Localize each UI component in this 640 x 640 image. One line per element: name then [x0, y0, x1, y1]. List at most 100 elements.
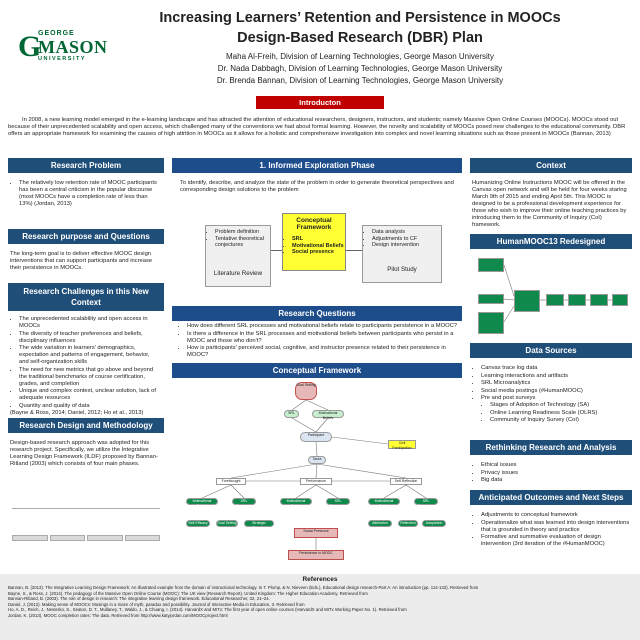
intro-heading: Introducton [256, 96, 384, 109]
data-sub-bullet: Online Learning Readiness Scale (OLRS) [490, 410, 630, 417]
author-1: Maha Al-Freih, Division of Learning Tech… [226, 52, 494, 61]
challenge-bullet: The diversity of teacher preferences and… [19, 331, 160, 345]
rethinking-text: Ethical issues Privacy issues Big data [472, 462, 630, 485]
outcome-bullet: Operationalize what was learned into des… [481, 520, 630, 534]
challenge-bullet: The unprecedented scalability and open a… [19, 316, 160, 330]
cf-node-b6: SRL Processes [414, 498, 438, 508]
reference-item: Bannan, B. (2013). The Integrative Learn… [8, 585, 479, 590]
logo-bottom: UNIVERSITY [38, 56, 87, 62]
cf-bullet: SRL [292, 236, 345, 243]
hm-node [590, 294, 608, 306]
cf-node-s5: Reflection [398, 520, 418, 527]
pilot-study-box: Data analysis Adjustments to CF Design i… [362, 225, 442, 283]
data-bullet: Canvas trace log data [481, 365, 630, 372]
context-text: Humanizing Online Instructions MOOC will… [472, 180, 627, 228]
reference-item: Bannan-Ritland, B. (2003). The role of d… [8, 596, 270, 602]
cf-bullet: Social presence [292, 249, 345, 256]
data-bullet-text: Pre and post surveys [481, 395, 536, 401]
research-purpose-text: The long-term goal is to deliver effecti… [10, 251, 153, 271]
cf-node-persistence: Persistence in MOOC [288, 550, 344, 560]
rethink-bullet: Big data [481, 477, 630, 484]
data-bullet: Social media postings (#HumanMOOC) [481, 388, 630, 395]
hm-node [568, 294, 586, 306]
challenge-bullet: The need for new metrics that go above a… [19, 367, 160, 388]
reference-item: Ho, A. D., Reich, J., Nesterko, S., Seat… [8, 607, 407, 613]
rethink-bullet: Ethical issues [481, 462, 630, 469]
challenge-bullet: Quantity and quality of data [19, 403, 160, 410]
exploration-phase-text: To identify, describe, and analyze the s… [180, 180, 454, 193]
literature-review-label: Literature Review [213, 270, 263, 277]
cf-node-b5: Motivational Beliefs [368, 498, 400, 508]
conceptual-framework-heading: Conceptual Framework [172, 363, 462, 378]
cf-node-top: Goal Setting [295, 382, 317, 400]
pilot-bullet: Adjustments to CF [372, 236, 441, 243]
cf-node-b3: Motivational Beliefs [280, 498, 312, 508]
cf-node-forethought: Forethought [216, 478, 246, 485]
arrow-lit-cf [271, 250, 282, 251]
rethinking-heading: Rethinking Research and Analysis [470, 440, 632, 455]
references-list: Bannan, B. (2013). The Integrative Learn… [8, 585, 632, 619]
lit-bullet: Tentative theoretical conjectures [215, 236, 270, 249]
research-challenges-heading: Research Challenges in this New Context [8, 283, 164, 311]
data-bullet: SRL Microanalytics [481, 380, 630, 387]
research-design-heading: Research Design and Methodology [8, 418, 164, 433]
research-design-text: Design-based research approach was adopt… [10, 440, 158, 467]
cf-bullet: Motivational Beliefs [292, 243, 345, 250]
intro-text: In 2008, a new learning model emerged in… [8, 117, 626, 137]
poster-title-line2: Design-Based Research (DBR) Plan [237, 30, 483, 46]
challenges-citation: (Bayne & Ross, 2014; Daniel, 2012; Ho et… [10, 410, 144, 416]
hm-node [612, 294, 628, 306]
conceptual-framework-box: Conceptual Framework SRL Motivational Be… [282, 213, 346, 271]
research-questions-heading: Research Questions [172, 306, 462, 321]
hm-node [546, 294, 564, 306]
cf-node-s6: Adaptation [422, 520, 446, 527]
data-bullet: Learning interactions and artifacts [481, 373, 630, 380]
research-questions-text: How does different SRL processes and mot… [178, 323, 458, 360]
reference-item: Daniel, J. (2012). Making sense of MOOCs… [8, 601, 305, 607]
hm-connectors [503, 264, 612, 323]
literature-review-box: Problem definition Tentative theoretical… [205, 225, 271, 287]
cf-node-b1: Motivational Beliefs [186, 498, 218, 508]
cf-node-b2: SRL Processes [232, 498, 256, 508]
cf-node-s2: Goal Setting [216, 520, 238, 527]
logo-g-mark: G [18, 30, 42, 63]
cf-node-performance: Performance [300, 478, 332, 485]
data-sources-heading: Data Sources [470, 343, 632, 358]
logo-top: GEORGE [38, 30, 75, 37]
cf-node-tasks: Tasks [308, 456, 326, 464]
lit-bullet: Problem definition [215, 229, 270, 236]
logo-main: MASON [38, 37, 108, 57]
pilot-bullet: Data analysis [372, 229, 441, 236]
cf-node-self-reflection: Self-Reflection [390, 478, 422, 485]
hm-node [514, 290, 540, 312]
poster-title-line1: Increasing Learners’ Retention and Persi… [159, 10, 561, 26]
question-bullet: How does different SRL processes and mot… [187, 323, 458, 330]
data-sub-bullet: Community of Inquiry Survey (CoI) [490, 417, 630, 424]
challenge-bullet: Unique and complex context, unclear solu… [19, 388, 160, 402]
exploration-phase-heading: 1. Informed Exploration Phase [172, 158, 462, 173]
author-2: Dr. Nada Dabbagh, Division of Learning T… [217, 64, 503, 73]
cf-label: Conceptual Framework [296, 217, 332, 231]
cf-node-srl: SRL [284, 410, 299, 418]
conceptual-framework-diagram: Goal Setting SRL Motivational Beliefs Pa… [172, 380, 462, 566]
context-heading: Context [470, 158, 632, 173]
cf-node-s1: Self-Efficacy [186, 520, 210, 527]
cf-node-s4: Attribution [368, 520, 392, 527]
cf-node-mb: Motivational Beliefs [312, 410, 344, 420]
references-heading: References [302, 576, 338, 583]
question-bullet: How is participants' perceived social, c… [187, 345, 458, 359]
gmu-logo: G GEORGE MASON UNIVERSITY [18, 30, 107, 64]
cf-node-s3: Strategic Planning [244, 520, 274, 530]
reference-item: Bayne, S., & Ross, J. (2014). The pedago… [8, 590, 368, 596]
pilot-study-label: Pilot Study [387, 266, 417, 273]
outcome-bullet: Formative and summative evaluation of de… [481, 534, 630, 548]
hm-node [478, 258, 504, 272]
data-bullet: Pre and post surveys Stages of Adoption … [481, 395, 630, 424]
hm-node [478, 294, 504, 304]
rethink-bullet: Privacy issues [481, 470, 630, 477]
author-3: Dr. Brenda Bannan, Division of Learning … [216, 76, 504, 85]
cf-node-participant: Participant [300, 432, 332, 442]
humanmooc-heading: HumanMOOC13 Redesigned [470, 234, 632, 249]
research-problem-text: The relatively low retention rate of MOO… [10, 180, 160, 209]
research-challenges-text: The unprecedented scalability and open a… [10, 316, 160, 417]
